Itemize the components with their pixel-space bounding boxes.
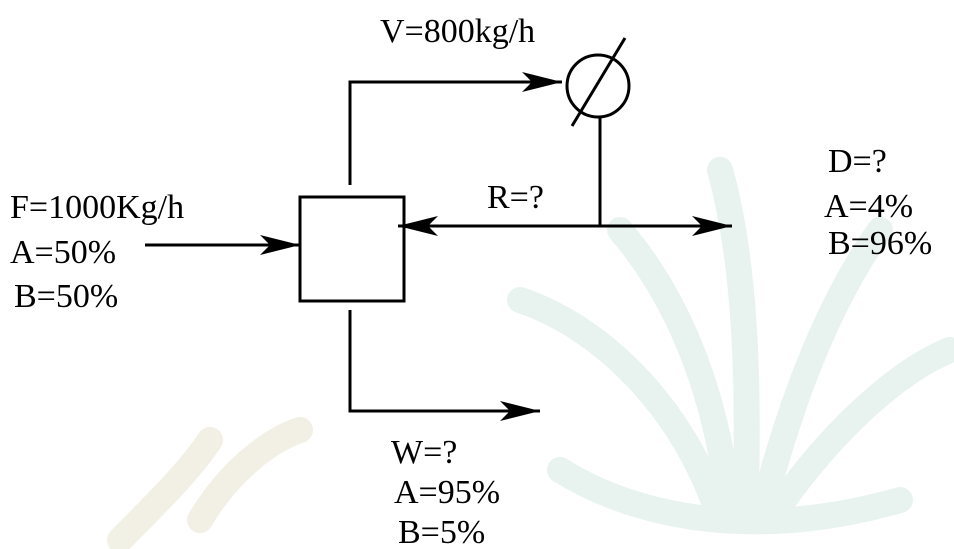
bottoms-b-label: B=5% [398,514,485,549]
reflux-label: R=? [487,179,544,216]
vapor-line [348,72,562,185]
bottoms-a-label: A=95% [394,474,500,511]
feed-flow-label: F=1000Kg/h [10,189,184,226]
column-unit [298,195,406,303]
distillate-b-label: B=96% [828,225,932,262]
condenser-slash [570,37,627,127]
bottoms-flow-label: W=? [391,434,457,471]
bottoms-line [348,310,540,421]
condenser-icon [565,53,631,119]
distillate-flow-label: D=? [828,143,887,180]
feed-b-label: B=50% [14,278,118,315]
feed-a-label: A=50% [10,234,116,271]
distillate-a-label: A=4% [824,188,913,225]
watermark-emblem [107,157,954,549]
vapor-label: V=800kg/h [380,13,535,50]
